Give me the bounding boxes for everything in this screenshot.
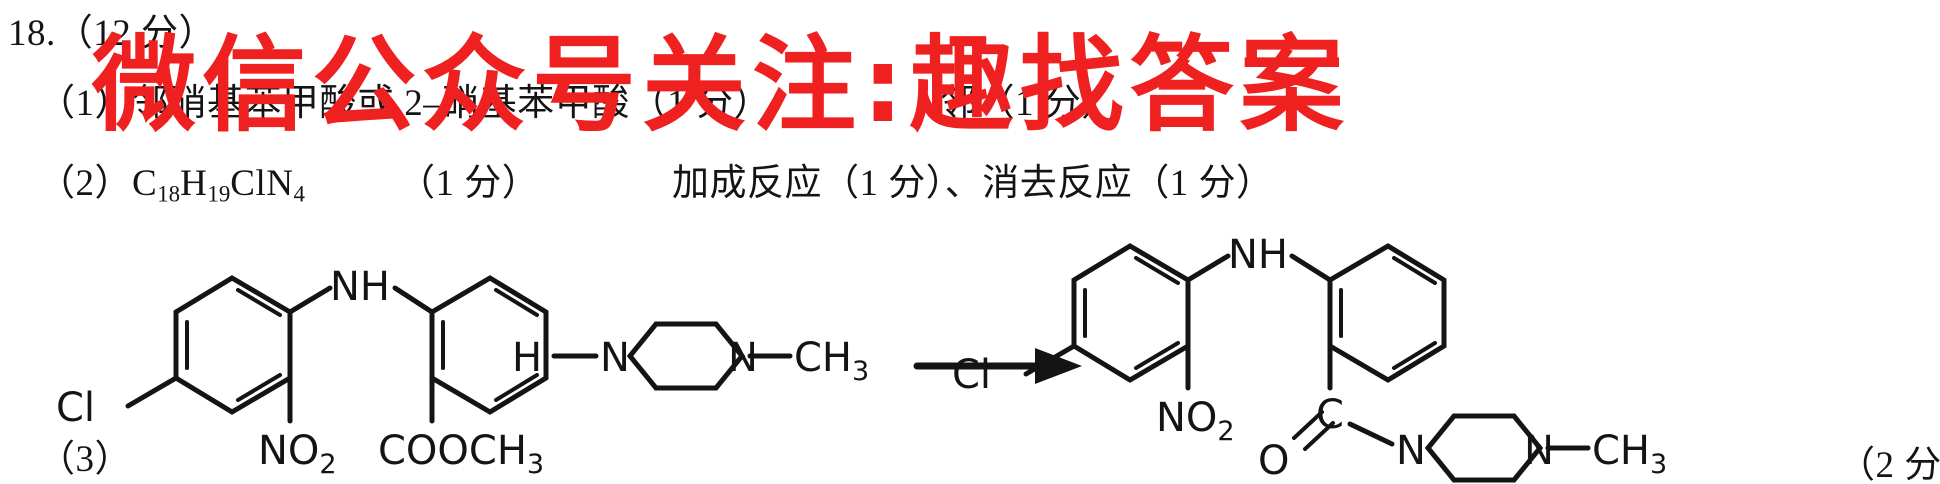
- label-nh-left: NH: [330, 264, 390, 310]
- question-number: 18.（12 分）: [8, 13, 216, 54]
- answer-2-reaction-types: 加成反应（1 分）、消去反应（1 分）: [672, 163, 1274, 204]
- answer-2-formula: （2）C18H19ClN4: [38, 152, 305, 207]
- label-carbonyl-o: O: [1258, 438, 1289, 484]
- formula-h: H: [180, 163, 208, 204]
- label-nh-product: NH: [1228, 232, 1288, 278]
- product-chlorophenyl-ring: [1071, 243, 1191, 383]
- answer-1-text: （1）邻硝基苯甲酸或 2–硝基苯甲酸（1 分）: [38, 83, 771, 124]
- formula-sub-18: 18: [157, 181, 181, 207]
- label-methyl-piperazine: CH3: [794, 335, 869, 387]
- reaction-scheme: Cl NH NO2 COOCH3 H N N CH3 Cl NH NO2 C O…: [0, 216, 1940, 484]
- label-h-piperazine: H: [512, 335, 542, 381]
- label-coome-left: COOCH3: [378, 428, 544, 480]
- label-n1-product: N: [1396, 428, 1426, 474]
- label-carbonyl-c: C: [1316, 392, 1344, 438]
- formula-sub-19: 19: [207, 181, 231, 207]
- answer-3-label: （3）: [38, 439, 132, 480]
- product-piperazine-ring: [1424, 413, 1544, 483]
- answer-3-score: （2 分）: [1838, 445, 1940, 484]
- answer-2-label: （2）C: [38, 163, 158, 204]
- label-cl-left: Cl: [56, 385, 95, 431]
- reaction-arrow-head: [1035, 348, 1082, 384]
- label-n4-piperazine: N: [728, 335, 758, 381]
- answer-1-extra: 邻（1 分）: [940, 83, 1119, 124]
- label-no2-product: NO2: [1156, 395, 1235, 447]
- label-no2-left: NO2: [258, 428, 337, 480]
- formula-sub-4: 4: [293, 181, 305, 207]
- piperazine-ring: [626, 321, 746, 391]
- left-chlorophenyl-ring: [173, 275, 293, 415]
- label-cl-product: Cl: [952, 352, 991, 398]
- label-n4-product: N: [1524, 428, 1554, 474]
- answer-2-score: （1 分）: [398, 163, 540, 204]
- label-methyl-product: CH3: [1592, 428, 1667, 480]
- label-n1-piperazine: N: [600, 335, 630, 381]
- product-benzamide-ring: [1327, 243, 1447, 383]
- formula-cln: ClN: [230, 163, 294, 204]
